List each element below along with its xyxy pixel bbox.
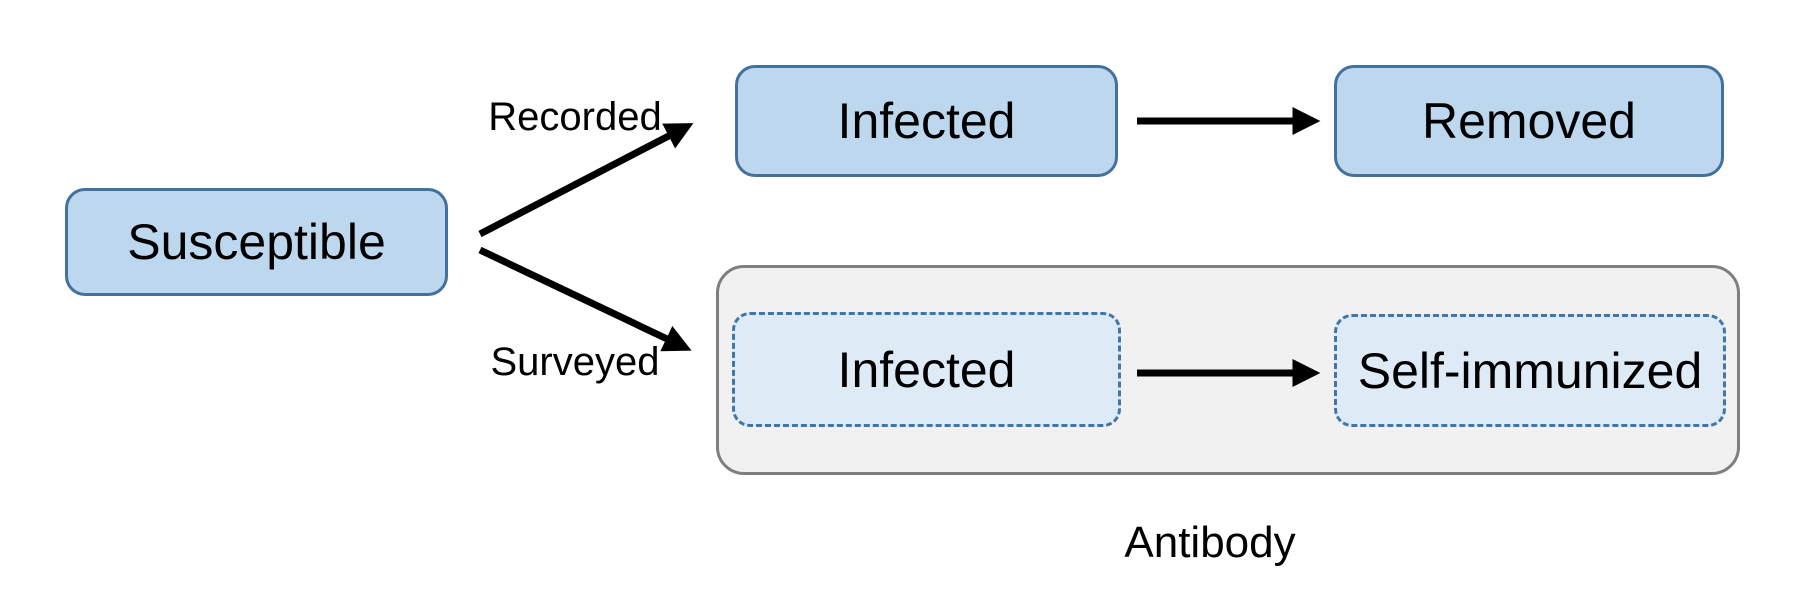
node-self-immunized: Self-immunized <box>1334 314 1726 427</box>
arrow-recorded <box>478 123 694 238</box>
node-susceptible: Susceptible <box>65 188 448 296</box>
node-removed: Removed <box>1334 65 1724 177</box>
edge-label-recorded: Recorded <box>488 95 662 139</box>
edge-label-surveyed: Surveyed <box>490 340 660 384</box>
antibody-group-label: Antibody <box>1124 518 1296 567</box>
node-infected-surveyed: Infected <box>732 312 1121 427</box>
node-infected-recorded: Infected <box>735 65 1118 177</box>
arrow-surveyed <box>478 246 692 352</box>
